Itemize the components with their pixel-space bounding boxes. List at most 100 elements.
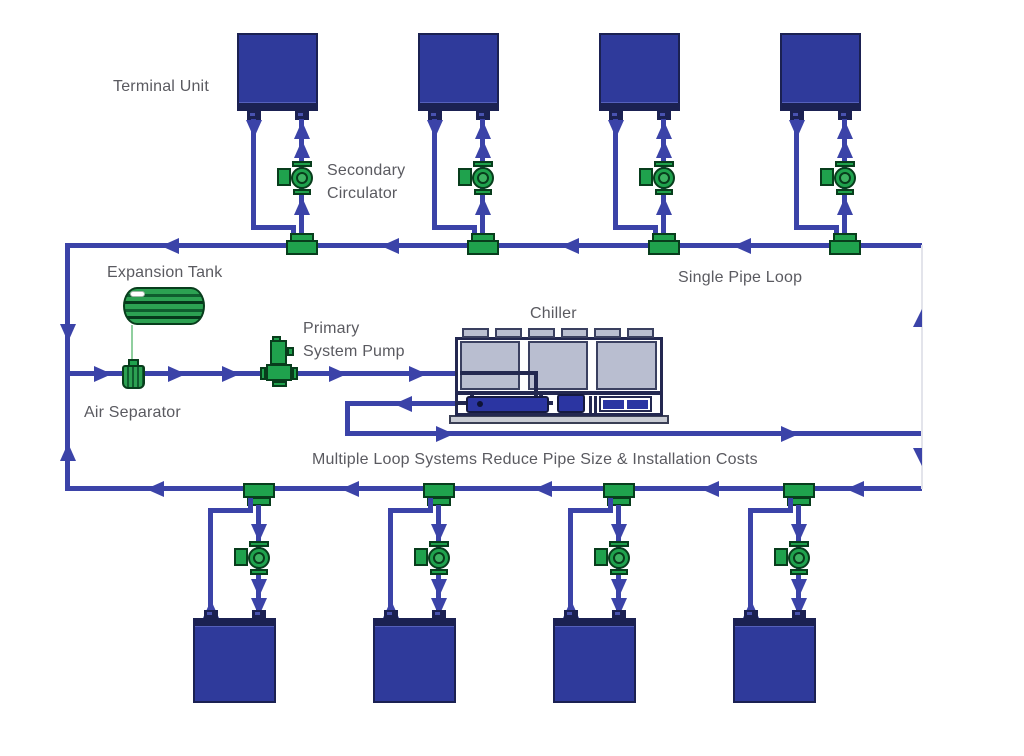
circulator-flange-bottom xyxy=(790,569,808,575)
circulator-flange-top xyxy=(292,161,312,167)
flow-arrow-down xyxy=(251,579,267,597)
flow-arrow-down xyxy=(251,524,267,542)
flow-arrow-right xyxy=(781,425,799,442)
unit-supply-stub xyxy=(792,610,806,619)
flow-arrow-left xyxy=(394,395,412,412)
chiller-top-cap xyxy=(561,328,588,338)
flow-arrow-up xyxy=(59,443,76,461)
circulator-flange-top xyxy=(835,161,855,167)
loop-tee-base xyxy=(783,483,815,498)
unit-return-stub xyxy=(428,111,442,120)
loop-tee-base xyxy=(829,240,861,255)
unit-supply-stub xyxy=(838,111,852,120)
branch-return-drop xyxy=(653,225,658,240)
primary-system-pump-label-line1: Primary xyxy=(303,320,360,337)
flow-arrow-up xyxy=(837,197,853,215)
flow-arrow-down xyxy=(789,120,805,138)
terminal-unit xyxy=(418,33,499,111)
circulator-motor xyxy=(277,168,291,186)
branch-return-jog xyxy=(388,508,433,513)
flow-arrow-up xyxy=(294,197,310,215)
air-separator xyxy=(122,365,145,389)
circulator-pump-icon xyxy=(291,167,313,189)
flow-arrow-down xyxy=(608,120,624,138)
unit-return-stub xyxy=(564,610,578,619)
chiller-control-cell xyxy=(603,400,624,409)
circulator-flange-top xyxy=(609,541,629,547)
chiller-label: Chiller xyxy=(530,305,577,322)
unit-return-stub xyxy=(744,610,758,619)
flow-arrow-left xyxy=(846,480,864,497)
circulator-flange-top xyxy=(654,161,674,167)
flow-arrow-left xyxy=(341,480,359,497)
flow-arrow-right xyxy=(94,365,112,382)
circulator-motor xyxy=(774,548,788,566)
flow-arrow-up xyxy=(294,140,310,158)
chiller-double-bar xyxy=(589,396,592,413)
flow-arrow-right xyxy=(222,365,240,382)
circulator-flange-top xyxy=(473,161,493,167)
circulator-flange-bottom xyxy=(474,189,492,195)
primary-pump-flange-left xyxy=(260,367,266,380)
chiller-top-cap xyxy=(528,328,555,338)
flow-arrow-down xyxy=(59,324,76,342)
flow-arrow-left xyxy=(146,480,164,497)
flow-arrow-right xyxy=(436,425,454,442)
flow-arrow-up xyxy=(475,197,491,215)
expansion-tank-connection-line xyxy=(131,325,133,362)
terminal-unit-label: Terminal Unit xyxy=(113,78,209,95)
circulator-flange-top xyxy=(789,541,809,547)
chiller-top-cap xyxy=(495,328,522,338)
flow-arrow-up-clipped xyxy=(913,309,922,327)
circulator-motor xyxy=(234,548,248,566)
secondary-circulator-label-line2: Circulator xyxy=(327,185,398,202)
chiller-panel xyxy=(596,341,657,390)
unit-return-stub xyxy=(204,610,218,619)
distribution-pipe xyxy=(345,431,922,436)
unit-return-stub xyxy=(384,610,398,619)
circulator-pump-icon xyxy=(428,547,450,569)
branch-return-jog xyxy=(568,508,613,513)
chiller-top-cap xyxy=(462,328,489,338)
circulator-motor xyxy=(414,548,428,566)
terminal-unit xyxy=(193,618,276,703)
branch-return-jog xyxy=(748,508,793,513)
chiller-divider xyxy=(455,391,663,395)
unit-return-stub xyxy=(247,111,261,120)
loop-tee-base xyxy=(603,483,635,498)
branch-return-drop xyxy=(291,225,296,240)
branch-return-pipe xyxy=(251,119,256,230)
primary-pump-body xyxy=(266,364,292,381)
chiller-panel xyxy=(528,341,588,390)
right-riser-faint-line xyxy=(921,245,923,489)
flow-arrow-down xyxy=(791,579,807,597)
flow-arrow-left xyxy=(534,480,552,497)
expansion-tank-gauge xyxy=(130,291,145,297)
chiller-drain-dot xyxy=(477,401,483,407)
circulator-flange-bottom xyxy=(836,189,854,195)
unit-supply-stub xyxy=(657,111,671,120)
branch-return-pipe xyxy=(748,508,753,618)
flow-arrow-down xyxy=(246,120,262,138)
flow-arrow-right xyxy=(329,365,347,382)
flow-arrow-left xyxy=(733,237,751,254)
terminal-unit xyxy=(733,618,816,703)
primary-system-pump-label: Primary System Pump xyxy=(303,317,405,363)
flow-arrow-up xyxy=(475,140,491,158)
chiller-outlet-drop xyxy=(345,401,350,436)
branch-return-jog xyxy=(613,225,658,230)
flow-arrow-right xyxy=(409,365,427,382)
flow-arrow-down xyxy=(611,524,627,542)
flow-arrow-down xyxy=(427,120,443,138)
branch-return-pipe xyxy=(208,508,213,618)
flow-arrow-up xyxy=(656,140,672,158)
circulator-motor xyxy=(639,168,653,186)
terminal-unit xyxy=(599,33,680,111)
primary-pump-flange-right xyxy=(292,367,298,380)
single-pipe-loop-label: Single Pipe Loop xyxy=(678,269,803,286)
primary-pump-junction xyxy=(287,347,294,356)
air-separator-label: Air Separator xyxy=(84,404,181,421)
flow-arrow-up xyxy=(475,121,491,139)
chiller-control-cell xyxy=(627,400,648,409)
circulator-motor xyxy=(594,548,608,566)
